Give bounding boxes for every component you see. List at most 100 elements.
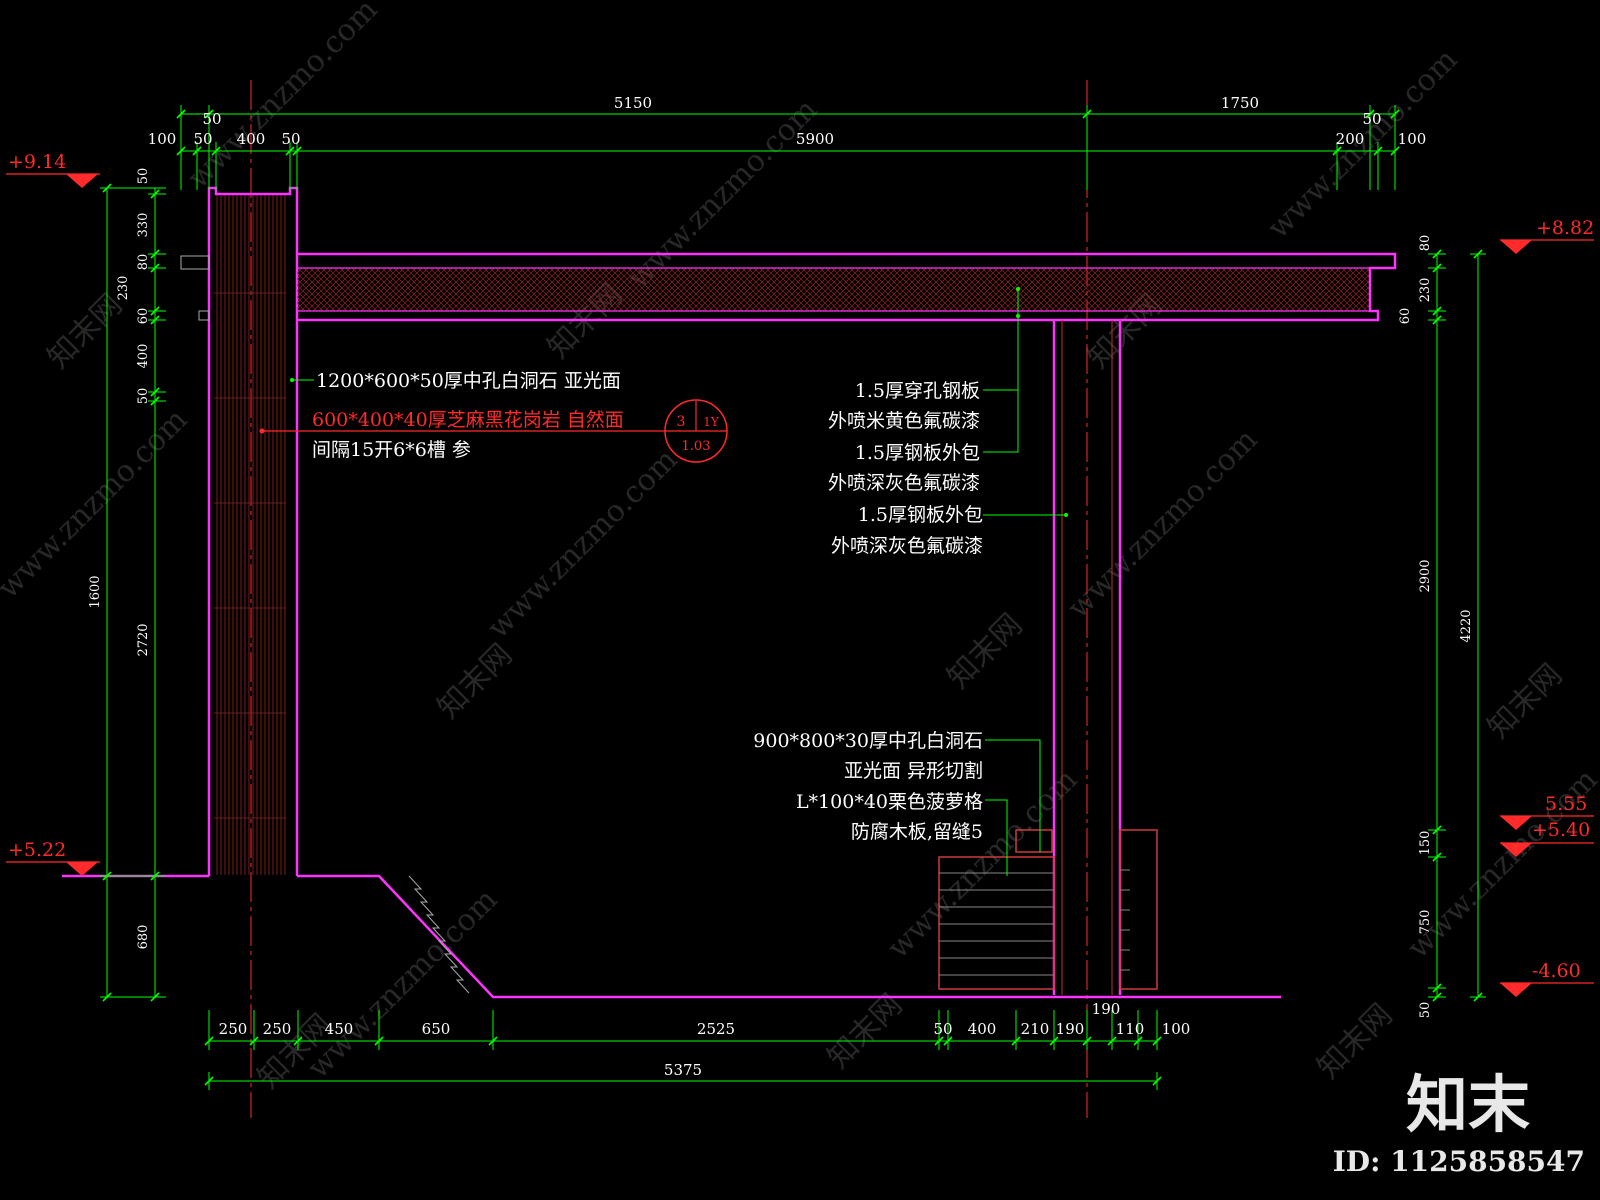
note-groove: 间隔15开6*6槽 参 [312,439,471,461]
canopy-beam [297,252,1397,322]
dim-top-detail-5: 5900 [796,130,834,148]
dim-top-detail-2: 50 [193,130,212,148]
dim-bottom-7: 400 [968,1020,997,1038]
callout-ref: 1.03 [682,439,711,454]
brand-id: ID: 1125858547 [1333,1145,1585,1178]
stone-column [207,186,299,876]
level-ground-left-text: +5.22 [8,839,66,861]
watermark-name: 知末网 [1311,997,1399,1085]
leader-lines [259,287,1068,876]
watermark-name: 知末网 [431,637,519,725]
annotations: 1200*600*50厚中孔白洞石 亚光面 600*400*40厚芝麻黑花岗岩 … [312,370,983,843]
dim-bottom-1: 250 [219,1020,248,1038]
level-bench-top-text: 5.55 [1545,793,1587,815]
note-stone-cladding: 1200*600*50厚中孔白洞石 亚光面 [316,370,621,392]
note-grey-coating-2: 外喷深灰色氟碳漆 [831,535,983,557]
detail-callout: 3 1Y 1.03 [664,399,728,463]
watermark-site: www.znzmo.com [481,442,684,645]
dim-left-2: 330 [136,213,151,238]
dim-right-2: 230 [1418,278,1433,303]
ground-line [62,874,1281,999]
dim-left-4: 230 [116,276,131,301]
dim-left-9: 2720 [136,623,151,656]
watermark-site: www.znzmo.com [181,0,384,196]
brand-block: 知末 ID: 1125858547 [1333,1068,1585,1178]
dim-bottom-2: 250 [263,1020,292,1038]
level-top-left: +9.14 [6,151,100,188]
structure [62,186,1397,999]
column-panel-joints [214,292,286,819]
dim-right-5: 4220 [1459,609,1474,642]
bench-slats [939,872,1054,976]
dim-bottom-9: 190 [1056,1020,1085,1038]
watermark-site: www.znzmo.com [301,882,504,1085]
note-bench-wood: L*100*40栗色菠萝格 [796,791,983,813]
note-grey-coating-1: 外喷深灰色氟碳漆 [828,472,980,494]
note-steel-wrap-1: 1.5厚钢板外包 [855,442,980,464]
dim-top-overall-1: 50 [202,110,221,128]
dim-top-overall-4: 50 [1362,110,1381,128]
dim-bottom-11: 110 [1116,1020,1145,1038]
watermark-name: 知末网 [941,607,1029,695]
note-granite: 600*400*40厚芝麻黑花岗岩 自然面 [312,409,624,431]
dim-top-detail-4: 50 [281,130,300,148]
note-bench-wood-gap: 防腐木板,留缝5 [851,821,983,843]
callout-sheet: 1Y [703,415,720,429]
note-bench-finish: 亚光面 异形切割 [844,760,983,782]
dim-bottom-total: 5375 [664,1061,702,1079]
dim-right-7: 750 [1418,910,1433,935]
dim-left-7: 50 [136,388,151,405]
note-beige-coating: 外喷米黄色氟碳漆 [828,410,980,432]
dimension-ticks [102,109,1483,1086]
note-perforated-plate: 1.5厚穿孔钢板 [855,380,980,402]
dim-bottom-4: 650 [422,1020,451,1038]
dim-top-detail-1: 100 [148,130,177,148]
dim-right-4: 2900 [1418,559,1433,592]
dim-left-5: 60 [136,308,151,325]
callout-number: 3 [677,414,686,430]
watermark-name: 知末网 [1481,657,1569,745]
dim-top-detail-7: 100 [1398,130,1427,148]
dim-left-10: 680 [136,925,151,950]
bench-back [1015,829,1053,853]
dim-left-1: 50 [136,168,151,185]
dim-bottom-6: 50 [933,1020,952,1038]
level-bench-base-text: +5.40 [1532,819,1590,841]
dim-right-1: 80 [1418,235,1433,252]
level-bottom-right: -4.60 [1500,960,1594,997]
dim-right-8: 50 [1418,1002,1433,1019]
level-top-right-text: +8.82 [1536,217,1594,239]
level-bench-base: +5.40 [1500,819,1594,857]
level-top-right: +8.82 [1500,217,1594,254]
note-bench-stone: 900*800*30厚中孔白洞石 [753,730,983,752]
level-bench-top: 5.55 [1500,793,1594,830]
brand-logo: 知末 [1406,1068,1530,1141]
level-markers: +9.14 +8.82 +5.22 5.55 +5.40 -4.60 [6,151,1594,997]
note-steel-wrap-2: 1.5厚钢板外包 [858,504,983,526]
dim-top-detail-6: 200 [1336,130,1365,148]
column-bracket-upper [180,255,210,270]
dim-top-overall-2: 5150 [614,94,652,112]
dim-bottom-10: 190 [1092,1000,1121,1018]
column-bracket-lower [198,310,210,321]
level-bottom-right-text: -4.60 [1532,960,1581,982]
watermark-site: www.znzmo.com [621,92,824,295]
dim-right-3: 60 [1398,308,1413,325]
steps [408,875,470,994]
dim-left-3: 80 [136,254,151,271]
watermark-site: www.znzmo.com [1061,422,1264,625]
watermark-site: www.znzmo.com [0,402,194,605]
dim-right-6: 150 [1418,831,1433,856]
level-ground-left: +5.22 [6,839,100,876]
dim-bottom-8: 210 [1021,1020,1050,1038]
level-top-left-text: +9.14 [8,151,66,173]
watermark-name: 知末网 [821,987,909,1075]
dim-bottom-5: 2525 [697,1020,735,1038]
dim-top-detail-3: 400 [237,130,266,148]
bench-base [938,856,1055,990]
canopy-hatch [297,268,1370,311]
dim-top-overall-3: 1750 [1221,94,1259,112]
dim-left-8: 1600 [88,575,103,608]
dim-left-6: 400 [136,344,151,369]
